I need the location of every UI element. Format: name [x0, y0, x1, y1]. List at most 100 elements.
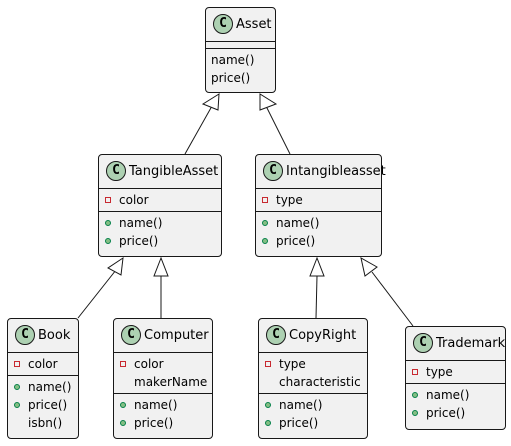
- class-name: Book: [38, 328, 71, 343]
- public-visibility-icon: [265, 402, 271, 408]
- compartment-divider: [8, 352, 78, 353]
- method-item: price(): [256, 232, 381, 250]
- method-text: price(): [426, 406, 466, 420]
- method-item: isbn(): [8, 414, 78, 432]
- method-item: price(): [114, 414, 212, 432]
- edge-book-tangible: [77, 269, 117, 319]
- attributes-compartment: type: [256, 189, 381, 211]
- method-text: price(): [134, 416, 174, 430]
- private-visibility-icon: [120, 361, 126, 367]
- methods-compartment: name() price(): [259, 394, 367, 434]
- arrowhead-tangible-asset: [201, 93, 220, 111]
- method-text: isbn(): [28, 416, 63, 430]
- class-badge-icon: C: [413, 333, 433, 353]
- public-visibility-icon: [14, 384, 20, 390]
- method-item: price(): [8, 396, 78, 414]
- private-visibility-icon: [105, 197, 111, 203]
- edge-trademark-intangible: [371, 271, 414, 327]
- public-visibility-icon: [262, 238, 268, 244]
- attribute-item: color: [8, 355, 78, 373]
- compartment-divider: [8, 375, 78, 376]
- compartment-divider: [206, 41, 275, 42]
- method-text: price(): [211, 71, 251, 85]
- compartment-divider: [114, 393, 212, 394]
- class-name: TangibleAsset: [129, 164, 219, 179]
- edge-intangible-asset: [265, 105, 291, 155]
- method-item: price(): [259, 414, 367, 432]
- attribute-text: type: [279, 357, 306, 371]
- method-text: name(): [119, 216, 163, 230]
- method-text: price(): [279, 416, 319, 430]
- method-text: price(): [28, 398, 68, 412]
- class-name: CopyRight: [289, 328, 357, 343]
- attribute-item: makerName: [114, 373, 212, 391]
- public-visibility-icon: [412, 410, 418, 416]
- method-text: name(): [279, 398, 323, 412]
- method-text: name(): [276, 216, 320, 230]
- private-visibility-icon: [265, 361, 271, 367]
- compartment-divider: [99, 211, 221, 212]
- method-item: price(): [406, 404, 505, 422]
- class-badge-icon: C: [263, 161, 283, 181]
- compartment-divider: [99, 188, 221, 189]
- arrowhead-copyright-intangible: [309, 256, 325, 277]
- attribute-text: characteristic: [279, 375, 361, 389]
- attribute-text: type: [426, 365, 453, 379]
- attribute-text: color: [28, 357, 58, 371]
- methods-compartment: name() price(): [256, 212, 381, 252]
- arrowhead-intangible-asset: [259, 93, 278, 111]
- method-text: price(): [119, 234, 159, 248]
- methods-compartment: name() price() isbn(): [8, 376, 78, 434]
- attribute-text: color: [119, 193, 149, 207]
- arrowhead-book-tangible: [107, 256, 124, 276]
- public-visibility-icon: [14, 402, 20, 408]
- method-text: name(): [134, 398, 178, 412]
- class-badge-icon: C: [213, 14, 233, 34]
- method-text: price(): [276, 234, 316, 248]
- method-item: price(): [206, 69, 275, 87]
- method-text: name(): [426, 388, 470, 402]
- attributes-compartment: color: [8, 353, 78, 375]
- arrowhead-computer-tangible: [153, 256, 169, 277]
- attributes-compartment: color: [99, 189, 221, 211]
- private-visibility-icon: [262, 197, 268, 203]
- attribute-item: color: [99, 191, 221, 209]
- method-item: name(): [114, 396, 212, 414]
- class-badge-icon: C: [106, 161, 126, 181]
- compartment-divider: [256, 188, 381, 189]
- public-visibility-icon: [265, 420, 271, 426]
- attributes-compartment: type characteristic: [259, 353, 367, 393]
- public-visibility-icon: [105, 220, 111, 226]
- class-badge-icon: C: [266, 325, 286, 345]
- private-visibility-icon: [14, 361, 20, 367]
- public-visibility-icon: [120, 420, 126, 426]
- public-visibility-icon: [120, 402, 126, 408]
- attribute-item: type: [259, 355, 367, 373]
- attribute-item: type: [256, 191, 381, 209]
- compartment-divider: [114, 352, 212, 353]
- method-text: name(): [28, 380, 72, 394]
- class-name: Intangibleasset: [286, 164, 386, 179]
- attribute-item: color: [114, 355, 212, 373]
- method-item: name(): [99, 214, 221, 232]
- method-item: name(): [206, 51, 275, 69]
- class-name: Computer: [144, 328, 209, 343]
- class-name: Asset: [236, 17, 272, 32]
- public-visibility-icon: [412, 392, 418, 398]
- method-item: name(): [256, 214, 381, 232]
- class-badge-icon: C: [121, 325, 141, 345]
- compartment-divider: [259, 393, 367, 394]
